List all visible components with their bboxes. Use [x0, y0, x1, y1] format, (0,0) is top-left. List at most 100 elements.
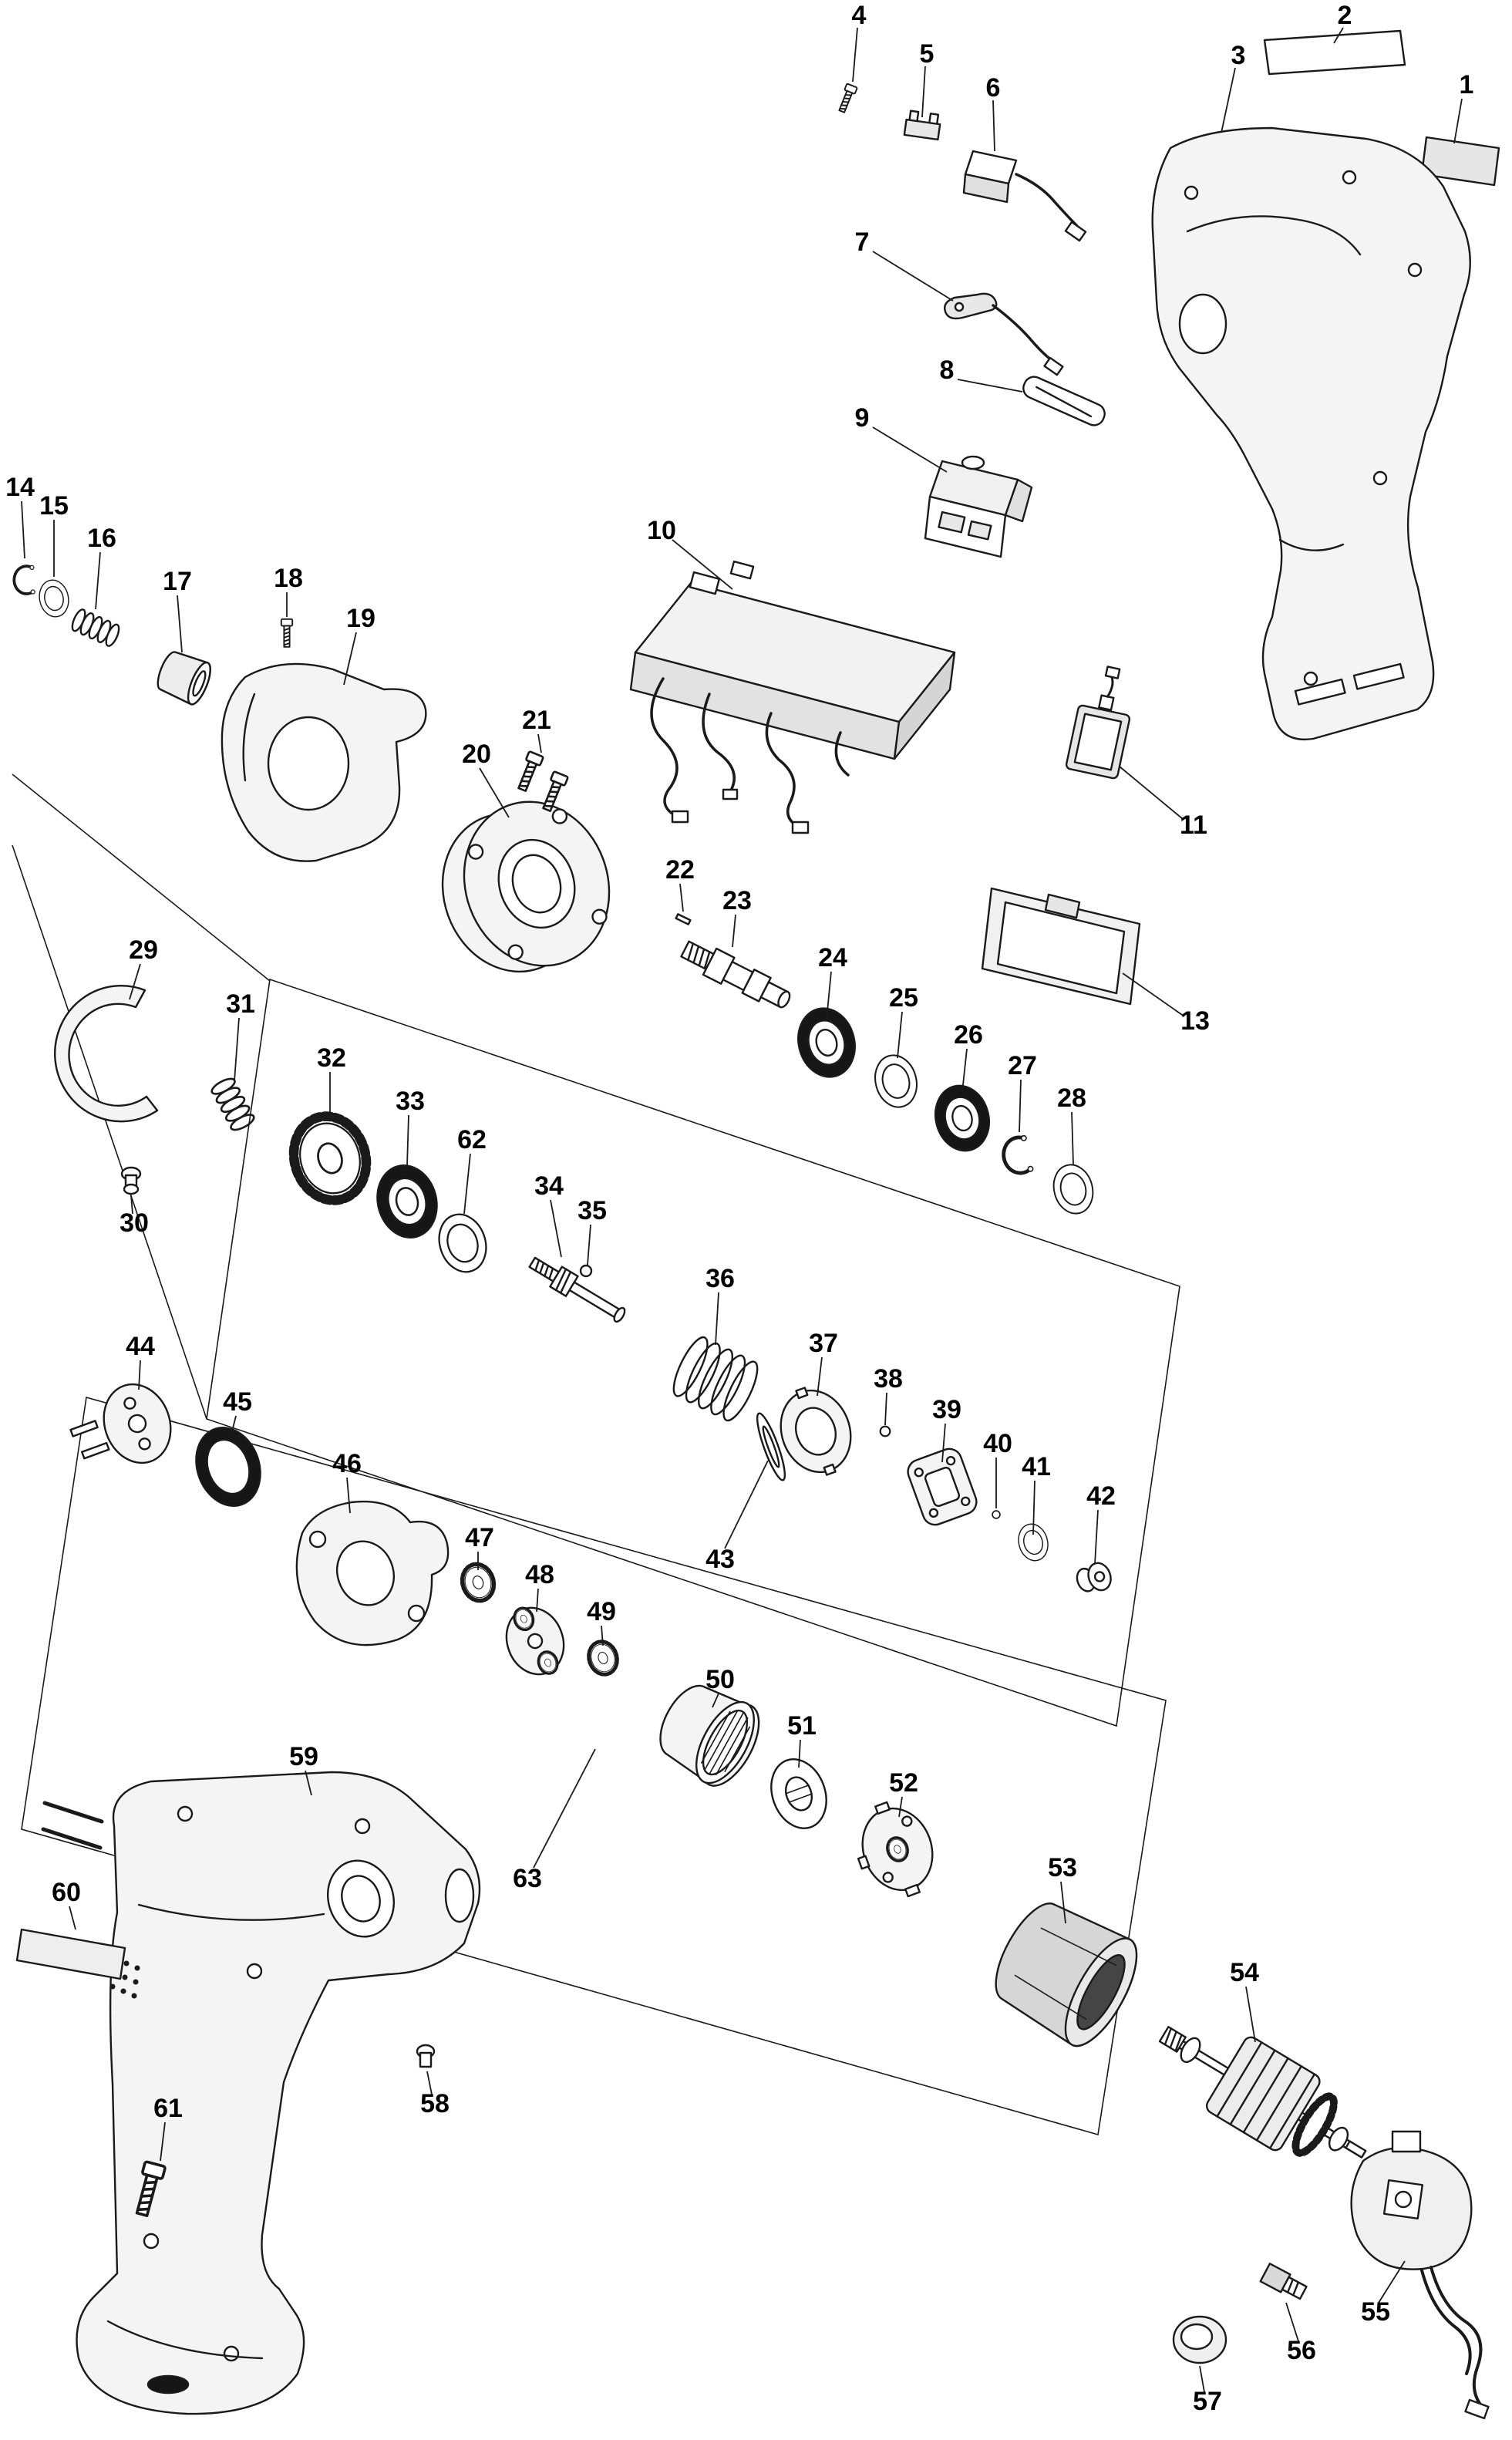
part-25-ring-art — [868, 1050, 924, 1113]
leader-line-63 — [533, 1748, 596, 1869]
part-label-17: 17 — [163, 567, 192, 596]
leader-line-13 — [1122, 972, 1185, 1017]
leader-line-17 — [177, 595, 183, 653]
leader-line-3 — [1221, 67, 1236, 133]
part-30-stud-art — [120, 1166, 142, 1195]
leader-line-26 — [961, 1048, 968, 1093]
part-label-1: 1 — [1460, 70, 1474, 99]
part-label-5: 5 — [920, 39, 934, 69]
part-label-10: 10 — [647, 516, 676, 545]
leader-line-21 — [537, 733, 542, 753]
part-19-cover-art — [221, 662, 427, 862]
part-46-gear-housing-art — [295, 1500, 450, 1646]
part-32-gear-art — [283, 1107, 377, 1209]
part-label-42: 42 — [1086, 1481, 1116, 1511]
part-label-30: 30 — [120, 1208, 149, 1238]
part-54-armature-art — [1158, 2026, 1367, 2159]
part-label-16: 16 — [87, 524, 116, 553]
leader-line-61 — [160, 2122, 166, 2162]
part-45-o-ring-art — [195, 1427, 261, 1507]
part-label-37: 37 — [809, 1329, 838, 1358]
part-label-39: 39 — [932, 1395, 961, 1424]
part-label-27: 27 — [1008, 1051, 1037, 1080]
part-label-2: 2 — [1338, 1, 1352, 30]
leader-line-59 — [305, 1770, 312, 1796]
leader-line-45 — [231, 1415, 237, 1435]
leader-line-62 — [463, 1153, 471, 1215]
part-1-label-plate-art — [1420, 136, 1500, 187]
leader-line-60 — [69, 1906, 76, 1930]
part-label-15: 15 — [39, 491, 69, 521]
leader-line-8 — [957, 379, 1023, 393]
group-outline-lower — [21, 1396, 1167, 2136]
part-18-stud-art — [280, 618, 294, 648]
part-label-18: 18 — [274, 564, 303, 593]
leader-line-25 — [897, 1011, 903, 1059]
part-label-8: 8 — [940, 356, 955, 385]
leader-line-1 — [1453, 98, 1463, 144]
part-label-23: 23 — [722, 886, 752, 915]
part-11-terminal-art — [1065, 666, 1131, 780]
leader-line-51 — [798, 1739, 801, 1768]
part-13-tray-art — [981, 887, 1141, 1006]
part-label-22: 22 — [665, 855, 695, 885]
leader-line-2 — [1333, 27, 1344, 44]
part-label-38: 38 — [874, 1364, 903, 1394]
part-60-label-art — [15, 1928, 126, 1980]
leader-line-36 — [715, 1292, 719, 1346]
leader-line-9 — [872, 426, 948, 473]
part-label-43: 43 — [705, 1545, 735, 1574]
part-label-55: 55 — [1361, 2297, 1390, 2327]
leader-line-30 — [130, 1195, 133, 1215]
part-label-14: 14 — [5, 473, 35, 502]
part-label-48: 48 — [525, 1560, 554, 1589]
part-label-56: 56 — [1287, 2336, 1316, 2365]
leader-line-5 — [921, 66, 926, 118]
part-5-bracket-art — [903, 110, 941, 141]
part-15-washer-art — [35, 576, 72, 621]
part-label-26: 26 — [954, 1020, 983, 1050]
part-37-cam-art — [780, 1387, 852, 1476]
group-outline-upper — [206, 978, 1180, 1727]
leader-line-41 — [1032, 1480, 1036, 1535]
leader-line-16 — [95, 551, 101, 610]
part-33-bearing-art — [368, 1158, 446, 1245]
part-label-49: 49 — [587, 1597, 616, 1626]
leader-line-24 — [826, 971, 832, 1020]
part-label-58: 58 — [420, 2089, 450, 2118]
part-label-61: 61 — [153, 2094, 183, 2123]
part-43-washer-art — [756, 1412, 786, 1481]
part-label-11: 11 — [1180, 811, 1207, 840]
leader-line-33 — [406, 1114, 409, 1167]
part-label-63: 63 — [513, 1864, 542, 1893]
part-23-spindle-art — [680, 940, 791, 1009]
part-label-32: 32 — [317, 1043, 346, 1073]
part-29-band-art — [54, 984, 159, 1123]
part-label-20: 20 — [462, 740, 491, 769]
part-35-ball-art — [579, 1264, 593, 1278]
leader-line-22 — [679, 883, 684, 912]
part-label-3: 3 — [1231, 41, 1246, 70]
part-label-28: 28 — [1057, 1084, 1086, 1113]
leader-line-29 — [129, 963, 141, 1000]
part-label-40: 40 — [983, 1429, 1012, 1458]
part-label-33: 33 — [396, 1087, 425, 1116]
part-57-cap-art — [1172, 2315, 1227, 2364]
part-label-44: 44 — [126, 1332, 155, 1361]
leader-line-44 — [138, 1360, 141, 1390]
part-52-retainer-art — [857, 1801, 934, 1898]
part-42-bushing-art — [1076, 1562, 1112, 1592]
part-label-54: 54 — [1230, 1958, 1259, 1987]
part-9-switch-assembly-art — [924, 455, 1033, 558]
part-28-ring-art — [1047, 1159, 1099, 1219]
part-14-circlip-art — [12, 564, 37, 595]
part-label-25: 25 — [889, 983, 918, 1013]
leader-line-52 — [898, 1796, 903, 1818]
part-59-housing-art — [41, 1771, 481, 2415]
part-label-36: 36 — [705, 1264, 735, 1293]
part-36-spring-art — [672, 1336, 759, 1422]
part-20-hammer-case-art — [441, 800, 611, 973]
